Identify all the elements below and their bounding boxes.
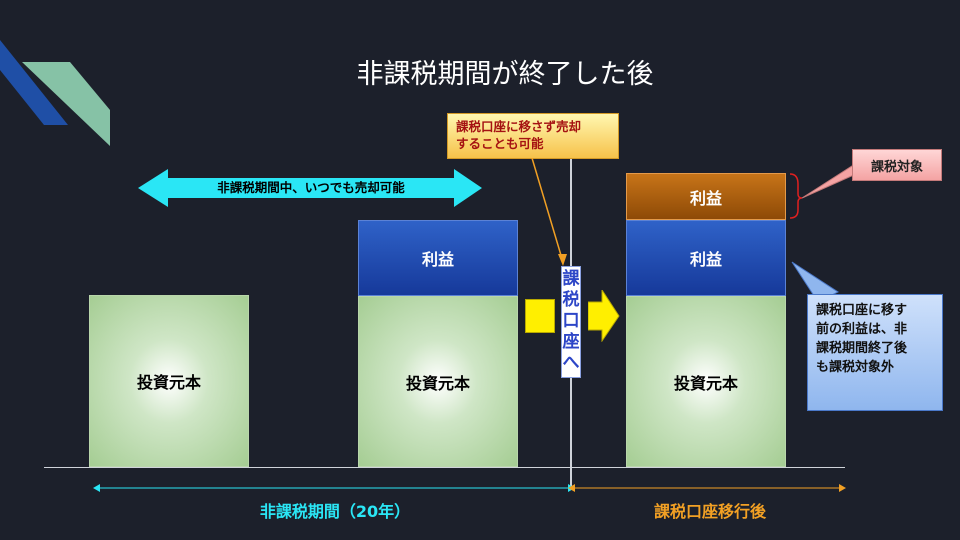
double-arrow-icon — [138, 169, 482, 207]
taxed-bracket-icon — [789, 165, 857, 219]
callout-sell-line1: 課税口座に移さず売却 — [456, 119, 582, 134]
bar2-principal: 投資元本 — [358, 296, 518, 467]
bar3-taxed-profit: 利益 — [626, 173, 786, 220]
callout-note: 課税口座に移す 前の利益は、非 課税期間終了後 も課税対象外 — [807, 294, 943, 411]
period-taxfree-arrow-icon — [93, 484, 575, 492]
callout-note-line1: 課税口座に移す — [816, 303, 908, 318]
baseline — [44, 467, 845, 468]
callout-note-line4: も課税対象外 — [816, 360, 895, 375]
bar3-profit: 利益 — [626, 220, 786, 296]
page-title: 非課税期間が終了した後 — [356, 59, 654, 90]
corner-decoration — [0, 40, 110, 146]
callout-sell-option: 課税口座に移さず売却 することも可能 — [447, 113, 619, 159]
period-taxfree-label: 非課税期間（20年） — [259, 502, 411, 521]
transfer-vertical-label: 課税口座へ — [561, 266, 581, 378]
transfer-square — [525, 299, 555, 333]
period-taxable-arrow-icon — [568, 484, 846, 492]
bar3-principal: 投資元本 — [626, 296, 786, 467]
callout-sell-line2: することも可能 — [456, 136, 544, 151]
transfer-arrow-icon — [588, 290, 620, 342]
callout-note-line2: 前の利益は、非 — [816, 322, 908, 337]
bar1-principal: 投資元本 — [89, 295, 249, 467]
transfer-label-text: 課税口座へ — [562, 269, 580, 373]
period-taxable-label: 課税口座移行後 — [653, 502, 766, 521]
callout-taxed: 課税対象 — [852, 149, 942, 181]
bar2-profit: 利益 — [358, 220, 518, 296]
callout-note-line3: 課税期間終了後 — [816, 341, 908, 356]
callout-sell-pointer — [531, 158, 567, 266]
double-arrow-label: 非課税期間中、いつでも売却可能 — [217, 180, 405, 195]
